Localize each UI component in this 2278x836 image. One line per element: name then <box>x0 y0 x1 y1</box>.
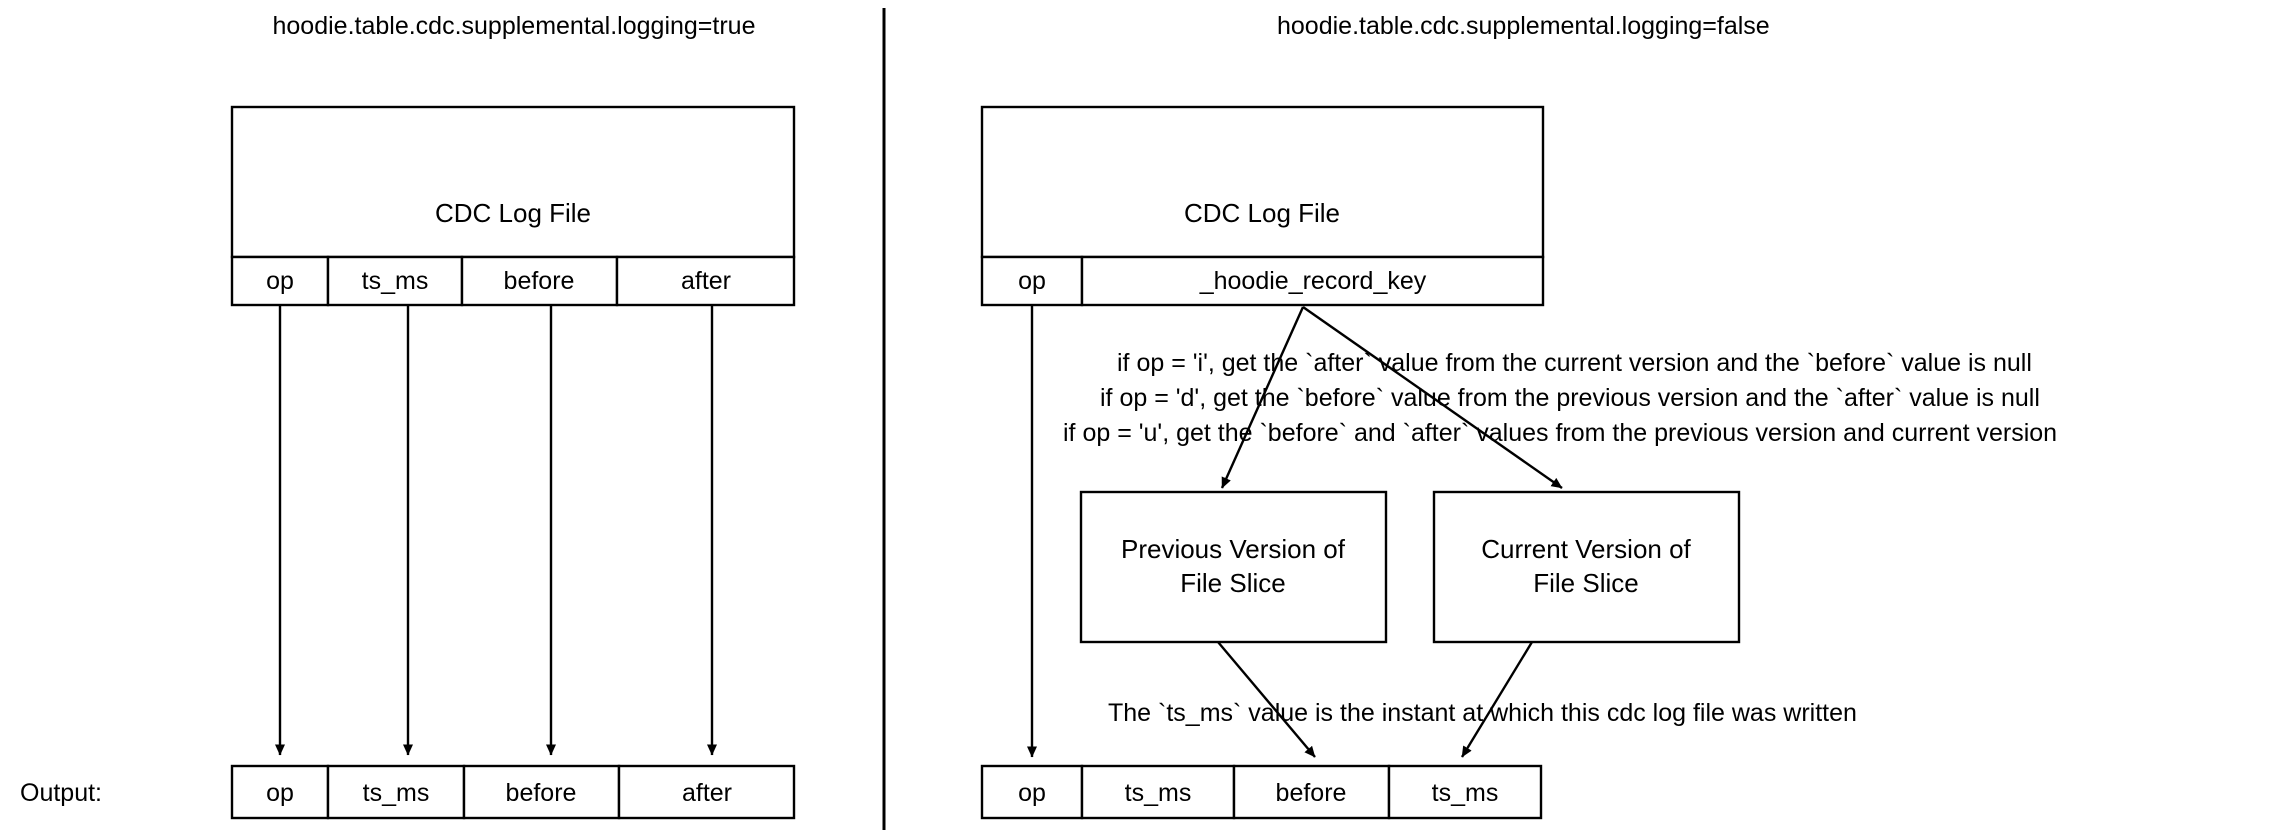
right-branch-arrow-current-version <box>1302 306 1563 489</box>
rule-line-delete: if op = 'd', get the `before` value from… <box>1100 384 2040 412</box>
left-output-cell-after-label: after <box>682 779 732 807</box>
right-output-cell-ts_ms-2 <box>1387 764 1543 820</box>
left-schema-cell-after-label: after <box>681 267 731 295</box>
left-cdc-log-file-label: CDC Log File <box>435 198 591 228</box>
current-version-file-slice-line2: File Slice <box>1533 568 1638 598</box>
left-schema-cell-before-label: before <box>504 267 575 295</box>
left-output-cell-before <box>462 764 621 820</box>
left-schema-cell-ts_ms <box>326 255 464 307</box>
left-output-cell-before-label: before <box>506 779 577 807</box>
rule-line-insert: if op = 'i', get the `after` value from … <box>1117 349 2032 377</box>
previous-version-to-before-arrow <box>1217 641 1316 758</box>
rule-line-update: if op = 'u', get the `before` and `after… <box>1063 419 2057 447</box>
right-output-cell-op <box>980 764 1084 820</box>
current-version-to-ts_ms-arrow <box>1460 641 1534 758</box>
left-cdc-log-file-box <box>230 105 796 259</box>
current-version-file-slice-line1: Current Version of <box>1481 534 1691 564</box>
right-schema-cell-op-label: op <box>1018 267 1046 295</box>
right-output-cell-ts_ms-1-label: ts_ms <box>1125 779 1192 807</box>
right-schema-cell-op <box>980 255 1084 307</box>
right-output-cell-before <box>1232 764 1391 820</box>
left-output-cell-after <box>617 764 796 820</box>
right-output-cell-op-label: op <box>1018 779 1046 807</box>
previous-version-file-slice-line2: File Slice <box>1180 568 1285 598</box>
right-panel-title: hoodie.table.cdc.supplemental.logging=fa… <box>1277 12 1770 40</box>
output-label: Output: <box>20 779 102 807</box>
right-output-cell-ts_ms-2-label: ts_ms <box>1432 779 1499 807</box>
left-schema-cell-before <box>460 255 619 307</box>
right-schema-cell-hoodie-record-key <box>1080 255 1545 307</box>
right-branch-arrow-previous-version <box>1220 306 1305 489</box>
left-output-cell-op <box>230 764 330 820</box>
right-cdc-log-file-label: CDC Log File <box>1184 198 1340 228</box>
current-version-file-slice-box <box>1432 490 1741 644</box>
previous-version-file-slice-line1: Previous Version of <box>1121 534 1346 564</box>
right-output-cell-before-label: before <box>1276 779 1347 807</box>
left-output-cell-op-label: op <box>266 779 294 807</box>
right-cdc-log-file-box <box>980 105 1545 259</box>
left-schema-cell-op-label: op <box>266 267 294 295</box>
left-schema-cell-ts_ms-label: ts_ms <box>362 267 429 295</box>
left-schema-cell-after <box>615 255 796 307</box>
left-panel-title: hoodie.table.cdc.supplemental.logging=tr… <box>273 12 756 40</box>
left-output-cell-ts_ms-label: ts_ms <box>363 779 430 807</box>
right-schema-cell-hoodie-record-key-label: _hoodie_record_key <box>1199 267 1427 295</box>
ts_ms-footnote: The `ts_ms` value is the instant at whic… <box>1108 699 1857 727</box>
previous-version-file-slice-box <box>1079 490 1388 644</box>
